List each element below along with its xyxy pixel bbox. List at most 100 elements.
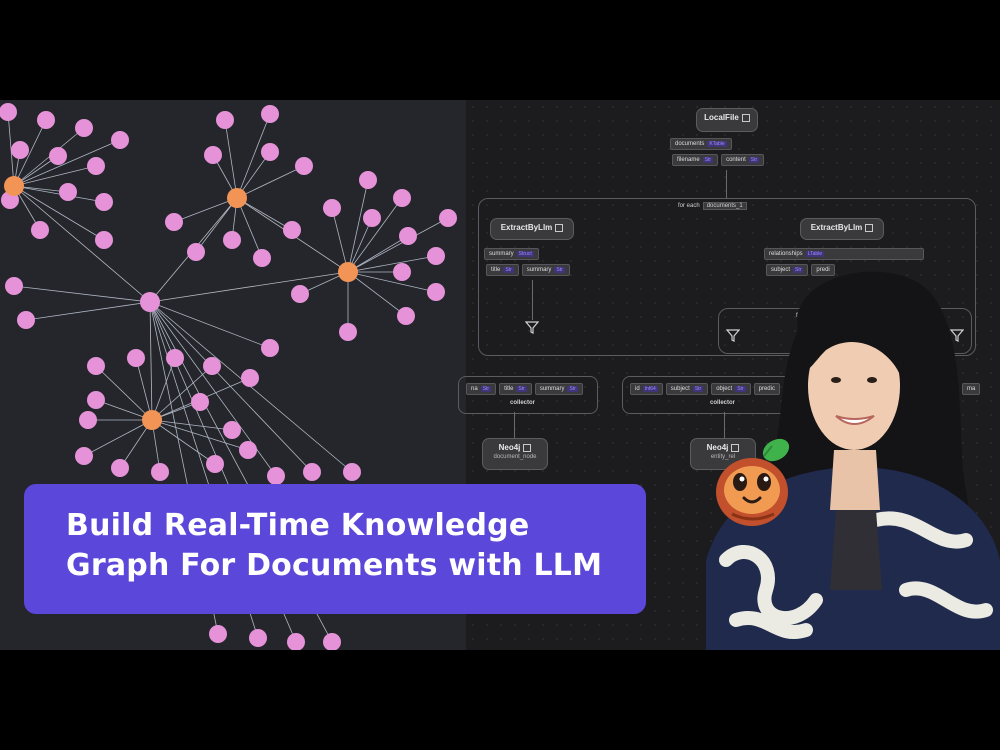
localfile-node[interactable]: LocalFile: [696, 108, 758, 132]
graph-edge: [151, 419, 233, 431]
documents-name: documents: [675, 141, 705, 147]
graph-edge: [151, 419, 216, 465]
graph-node: [0, 103, 17, 121]
graph-edge: [13, 185, 151, 303]
graph-node: [209, 625, 227, 643]
neo4j-left-node[interactable]: Neo4j document_node: [482, 438, 548, 470]
graph-node: [303, 463, 321, 481]
graph-node: [187, 243, 205, 261]
connector: [724, 412, 725, 438]
table-icon: [731, 443, 740, 452]
graph-hub-node: [227, 188, 247, 208]
graph-node: [59, 183, 77, 201]
graph-edge: [83, 419, 153, 457]
graph-edge: [331, 207, 349, 273]
extract-right-node[interactable]: ExtractByLlm: [800, 218, 884, 240]
graph-edge: [13, 127, 85, 187]
knowledge-graph: [0, 103, 457, 650]
graph-node: [241, 369, 259, 387]
graph-edge: [347, 197, 403, 273]
collector-right-label: collector: [710, 400, 736, 406]
graph-node: [427, 247, 445, 265]
table-icon: [865, 223, 874, 232]
title-banner: Build Real-Time Knowledge Graph For Docu…: [24, 484, 646, 614]
graph-edge: [149, 301, 153, 421]
graph-edge: [135, 357, 153, 421]
graph-edge: [13, 185, 105, 203]
graph-edge: [151, 365, 213, 421]
graph-node: [223, 231, 241, 249]
graph-node: [111, 131, 129, 149]
graph-edge: [13, 285, 151, 303]
graph-edge: [173, 197, 238, 223]
collector-left-label: collector: [510, 400, 536, 406]
graph-node: [203, 357, 221, 375]
graph-edge: [236, 113, 271, 199]
title-line-2: Graph For Documents with LLM: [66, 548, 603, 583]
graph-node: [249, 629, 267, 647]
graph-node: [399, 227, 417, 245]
graph-node: [5, 277, 23, 295]
filter-icon: [525, 321, 539, 334]
graph-hub-node: [142, 410, 162, 430]
graph-node: [253, 249, 271, 267]
graph-edge: [95, 365, 153, 421]
graph-node: [287, 633, 305, 650]
localfile-label: LocalFile: [704, 113, 739, 122]
graph-node: [87, 357, 105, 375]
graph-edge: [151, 419, 249, 451]
title-line-1: Build Real-Time Knowledge: [66, 508, 530, 543]
graph-node: [427, 283, 445, 301]
graph-node: [223, 421, 241, 439]
graph-edge: [13, 185, 105, 241]
graph-node: [363, 209, 381, 227]
graph-edge: [149, 271, 349, 303]
graph-edge: [236, 165, 305, 199]
graph-node: [397, 307, 415, 325]
graph-node: [295, 157, 313, 175]
documents-type: KTable: [707, 141, 727, 147]
graph-node: [111, 459, 129, 477]
graph-edge: [347, 179, 369, 273]
graph-node: [206, 455, 224, 473]
graph-node: [204, 146, 222, 164]
graph-node: [17, 311, 35, 329]
graph-hub-node: [338, 262, 358, 282]
graph-node: [339, 323, 357, 341]
graph-node: [239, 441, 257, 459]
graph-node: [87, 157, 105, 175]
graph-node: [261, 339, 279, 357]
coconut-mascot-icon: [716, 438, 790, 526]
graph-node: [95, 231, 113, 249]
graph-node: [343, 463, 361, 481]
graph-edge: [13, 119, 47, 187]
connector: [532, 280, 533, 320]
connector: [514, 412, 515, 438]
graph-node: [49, 147, 67, 165]
graph-edge: [224, 119, 238, 199]
graph-edge: [13, 165, 97, 187]
graph-edge: [236, 197, 293, 231]
graph-edge: [347, 217, 449, 273]
graph-node: [393, 263, 411, 281]
graph-node: [261, 105, 279, 123]
graph-node: [95, 193, 113, 211]
graph-edge: [347, 235, 409, 273]
graph-node: [323, 633, 341, 650]
extract-left-node[interactable]: ExtractByLlm: [490, 218, 574, 240]
graph-edge: [347, 255, 437, 273]
graph-node: [11, 141, 29, 159]
graph-node: [359, 171, 377, 189]
collector-far-right-fields: ma: [962, 383, 981, 395]
